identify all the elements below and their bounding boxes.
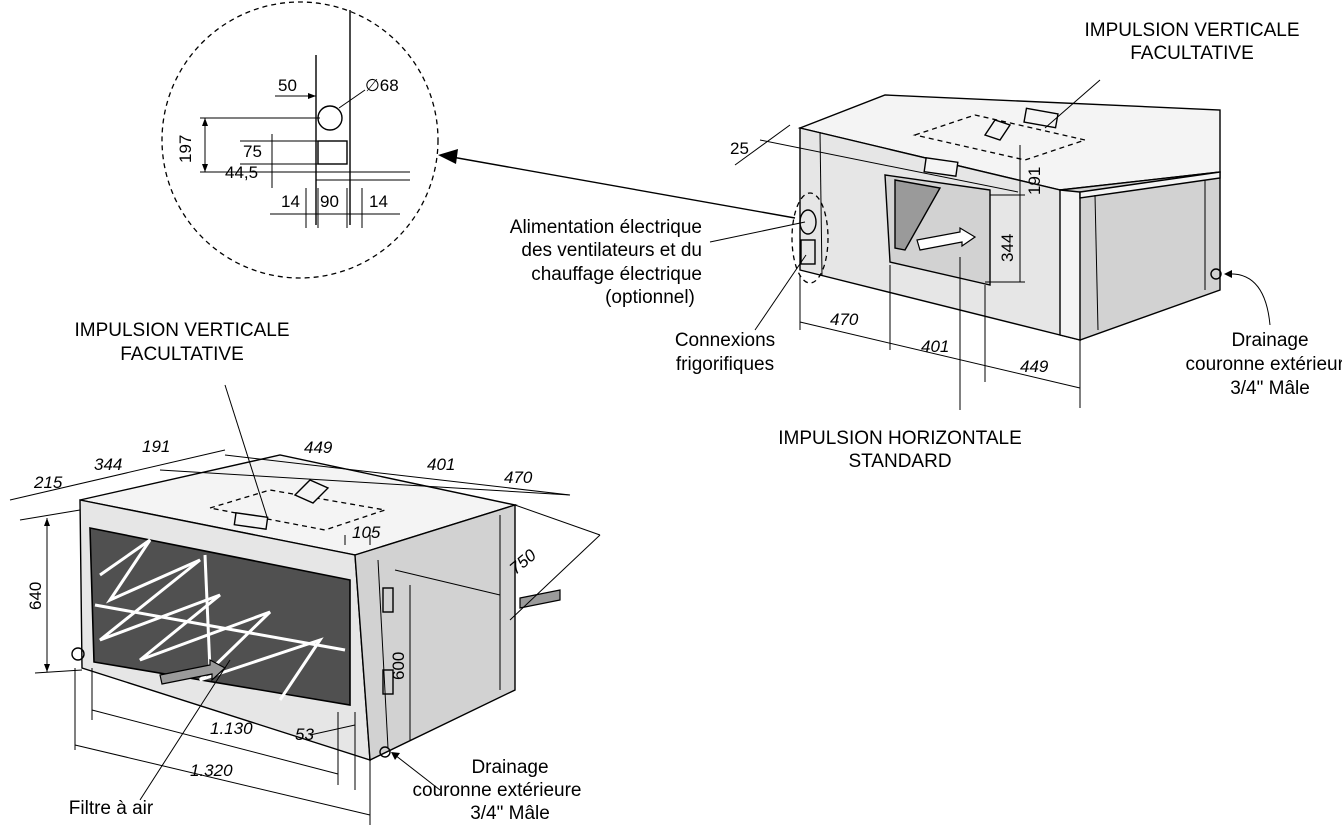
dim-344-left: 344 xyxy=(94,455,122,474)
dim-14-left: 14 xyxy=(281,192,300,211)
dim-191: 191 xyxy=(1025,167,1044,195)
left-top-label-1: IMPULSION VERTICALE xyxy=(74,320,289,341)
svg-text:Alimentation électrique: Alimentation électrique xyxy=(510,217,702,238)
right-top-label-2: FACULTATIVE xyxy=(1130,43,1254,64)
dim-600: 600 xyxy=(389,652,408,680)
left-top-label-2: FACULTATIVE xyxy=(120,344,244,365)
dim-105: 105 xyxy=(352,523,381,542)
right-unit: 25 191 344 470 401 449 xyxy=(730,79,1271,410)
connections-label: Connexions frigorifiques xyxy=(675,330,775,375)
dim-344-right: 344 xyxy=(998,234,1017,262)
dim-68: ∅68 xyxy=(365,76,399,95)
right-drain-label: Drainage couronne extérieure 3/4" Mâle xyxy=(1186,330,1342,399)
dim-44-5: 44,5 xyxy=(225,163,258,182)
svg-text:3/4" Mâle: 3/4" Mâle xyxy=(1230,378,1310,399)
svg-text:3/4" Mâle: 3/4" Mâle xyxy=(470,803,550,824)
dim-1130: 1.130 xyxy=(210,719,253,738)
detail-circle xyxy=(161,1,439,279)
horiz-label-2: STANDARD xyxy=(848,451,951,472)
power-label: Alimentation électrique des ventilateurs… xyxy=(510,217,702,308)
horiz-label-1: IMPULSION HORIZONTALE xyxy=(778,428,1022,449)
drain-left-side xyxy=(379,746,391,758)
dim-449-left: 449 xyxy=(304,438,333,457)
svg-text:chauffage électrique: chauffage électrique xyxy=(531,264,702,285)
dim-14-right: 14 xyxy=(369,192,388,211)
refrigerant-box xyxy=(317,140,348,165)
dim-1320: 1.320 xyxy=(190,761,233,780)
svg-text:Drainage: Drainage xyxy=(471,757,548,778)
connection-zone xyxy=(791,192,829,284)
dim-53: 53 xyxy=(295,725,314,744)
drain-left-front xyxy=(71,647,85,661)
svg-text:(optionnel): (optionnel) xyxy=(605,287,695,308)
svg-text:couronne extérieure: couronne extérieure xyxy=(1186,354,1342,375)
air-filter xyxy=(89,527,351,706)
connection-detail: 50 ∅68 197 75 44,5 14 90 14 xyxy=(161,1,439,279)
dim-470-left: 470 xyxy=(504,468,533,487)
dim-215: 215 xyxy=(33,473,63,492)
dim-50: 50 xyxy=(278,76,297,95)
power-hole xyxy=(317,105,343,131)
dim-401-left: 401 xyxy=(427,455,455,474)
filter-label: Filtre à air xyxy=(69,798,154,819)
dim-197: 197 xyxy=(176,135,195,163)
dim-25: 25 xyxy=(730,139,749,158)
dim-75: 75 xyxy=(243,142,262,161)
svg-text:couronne extérieure: couronne extérieure xyxy=(413,780,582,801)
svg-text:Connexions: Connexions xyxy=(675,330,775,351)
dim-90: 90 xyxy=(320,192,339,211)
drain-right xyxy=(1210,268,1222,280)
dim-640: 640 xyxy=(26,582,45,610)
dim-449-right: 449 xyxy=(1020,357,1049,376)
svg-text:des ventilateurs et du: des ventilateurs et du xyxy=(521,240,702,261)
dim-401-right: 401 xyxy=(921,337,949,356)
right-top-label-1: IMPULSION VERTICALE xyxy=(1084,20,1299,41)
dim-191-left: 191 xyxy=(142,437,170,456)
dim-470-right: 470 xyxy=(830,310,859,329)
left-unit: 215 344 191 449 401 470 105 750 640 600 … xyxy=(9,384,601,825)
detail-arrow xyxy=(438,149,458,164)
left-drain-label: Drainage couronne extérieure 3/4" Mâle xyxy=(413,757,582,824)
svg-text:Drainage: Drainage xyxy=(1231,330,1308,351)
svg-text:frigorifiques: frigorifiques xyxy=(676,354,774,375)
